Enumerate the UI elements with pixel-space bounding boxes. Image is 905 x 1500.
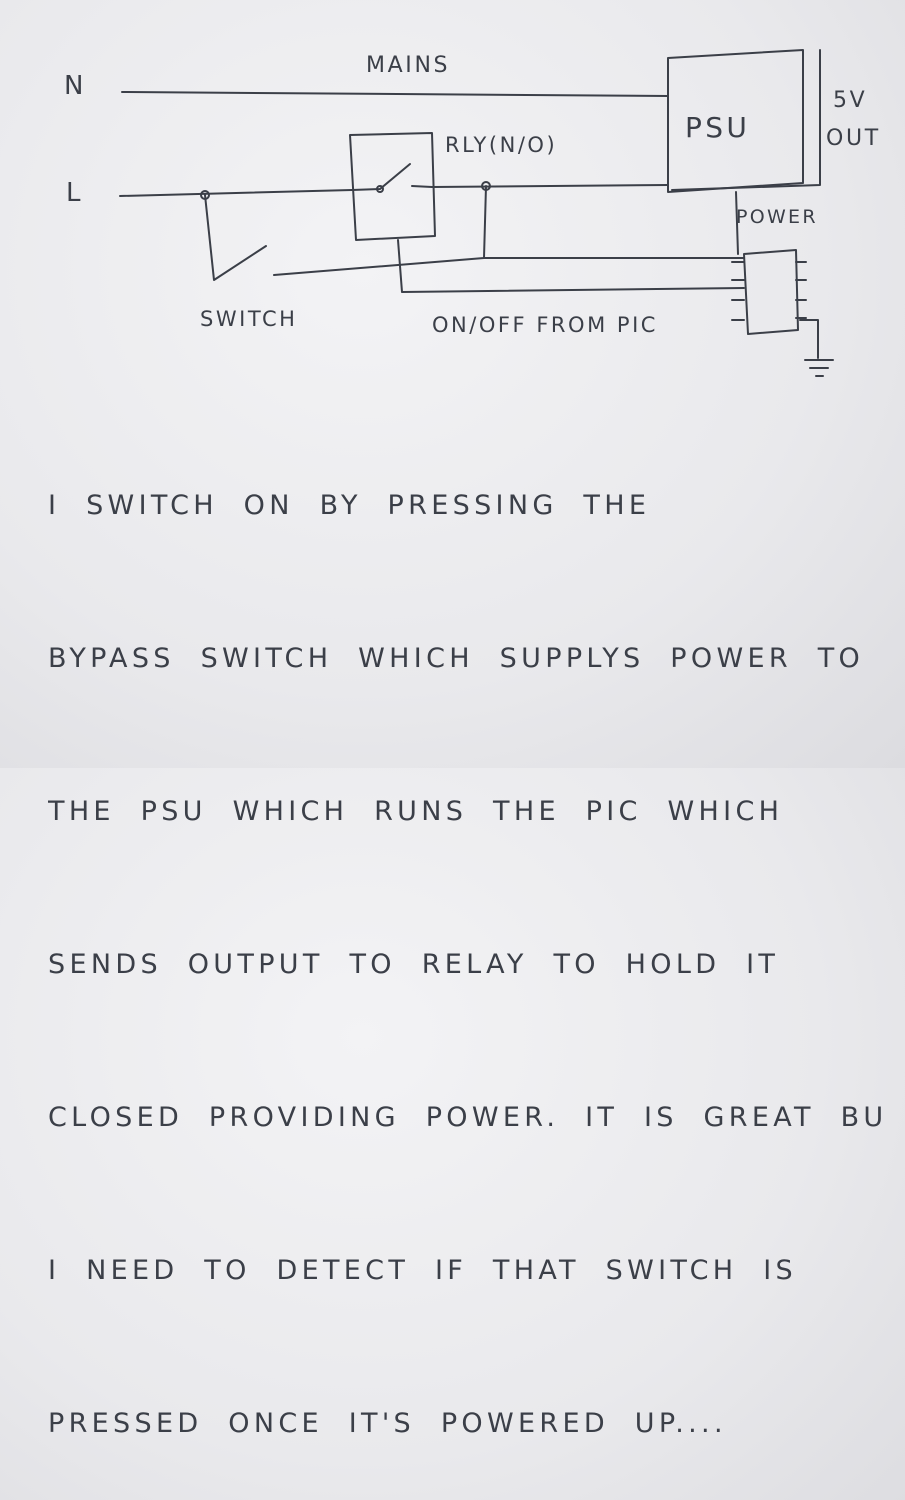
psu-box [667, 49, 804, 193]
ground-symbol [799, 319, 834, 377]
relay-coil-wire [397, 239, 745, 293]
neutral-wire [121, 91, 669, 97]
connector-pins-right [795, 261, 807, 319]
power-connector [743, 249, 799, 335]
note-line: THE PSU WHICH RUNS THE PIC WHICH [48, 796, 784, 827]
bypass-switch [204, 194, 267, 281]
live-wire [119, 184, 669, 197]
note-line: CLOSED PROVIDING POWER. IT IS GREAT BU [48, 1102, 888, 1133]
relay-label: RLY(N/O) [445, 133, 557, 157]
psu-return-line [671, 49, 821, 191]
note-line: I SWITCH ON BY PRESSING THE [48, 490, 651, 521]
output-label: OUT [826, 126, 881, 151]
power-label: POWER [736, 206, 818, 228]
psu-to-connector-wire [735, 191, 739, 255]
relay-box [349, 132, 436, 241]
output-voltage-label: 5V [833, 88, 867, 113]
pic-control-label: ON/OFF FROM PIC [432, 313, 658, 337]
connector-pins-left [731, 261, 745, 321]
psu-label: PSU [685, 111, 750, 144]
relay-pivot [376, 185, 384, 193]
note-line: SENDS OUTPUT TO RELAY TO HOLD IT [48, 949, 780, 980]
live-label: L [66, 178, 84, 208]
mains-label: MAINS [366, 53, 450, 78]
handwritten-note: I SWITCH ON BY PRESSING THE BYPASS SWITC… [48, 378, 898, 1500]
relay-contact [351, 163, 433, 191]
note-line: I NEED TO DETECT IF THAT SWITCH IS [48, 1255, 797, 1286]
bypass-wire [273, 185, 487, 276]
note-line: PRESSED ONCE IT'S POWERED UP.... [48, 1408, 727, 1439]
switch-label: SWITCH [200, 307, 297, 331]
circuit-sketch: N L MAINS PSU 5V OUT RLY(N/O) POWER SWIT… [64, 49, 881, 377]
neutral-label: N [64, 71, 87, 101]
note-line: BYPASS SWITCH WHICH SUPPLYS POWER TO [48, 643, 865, 674]
